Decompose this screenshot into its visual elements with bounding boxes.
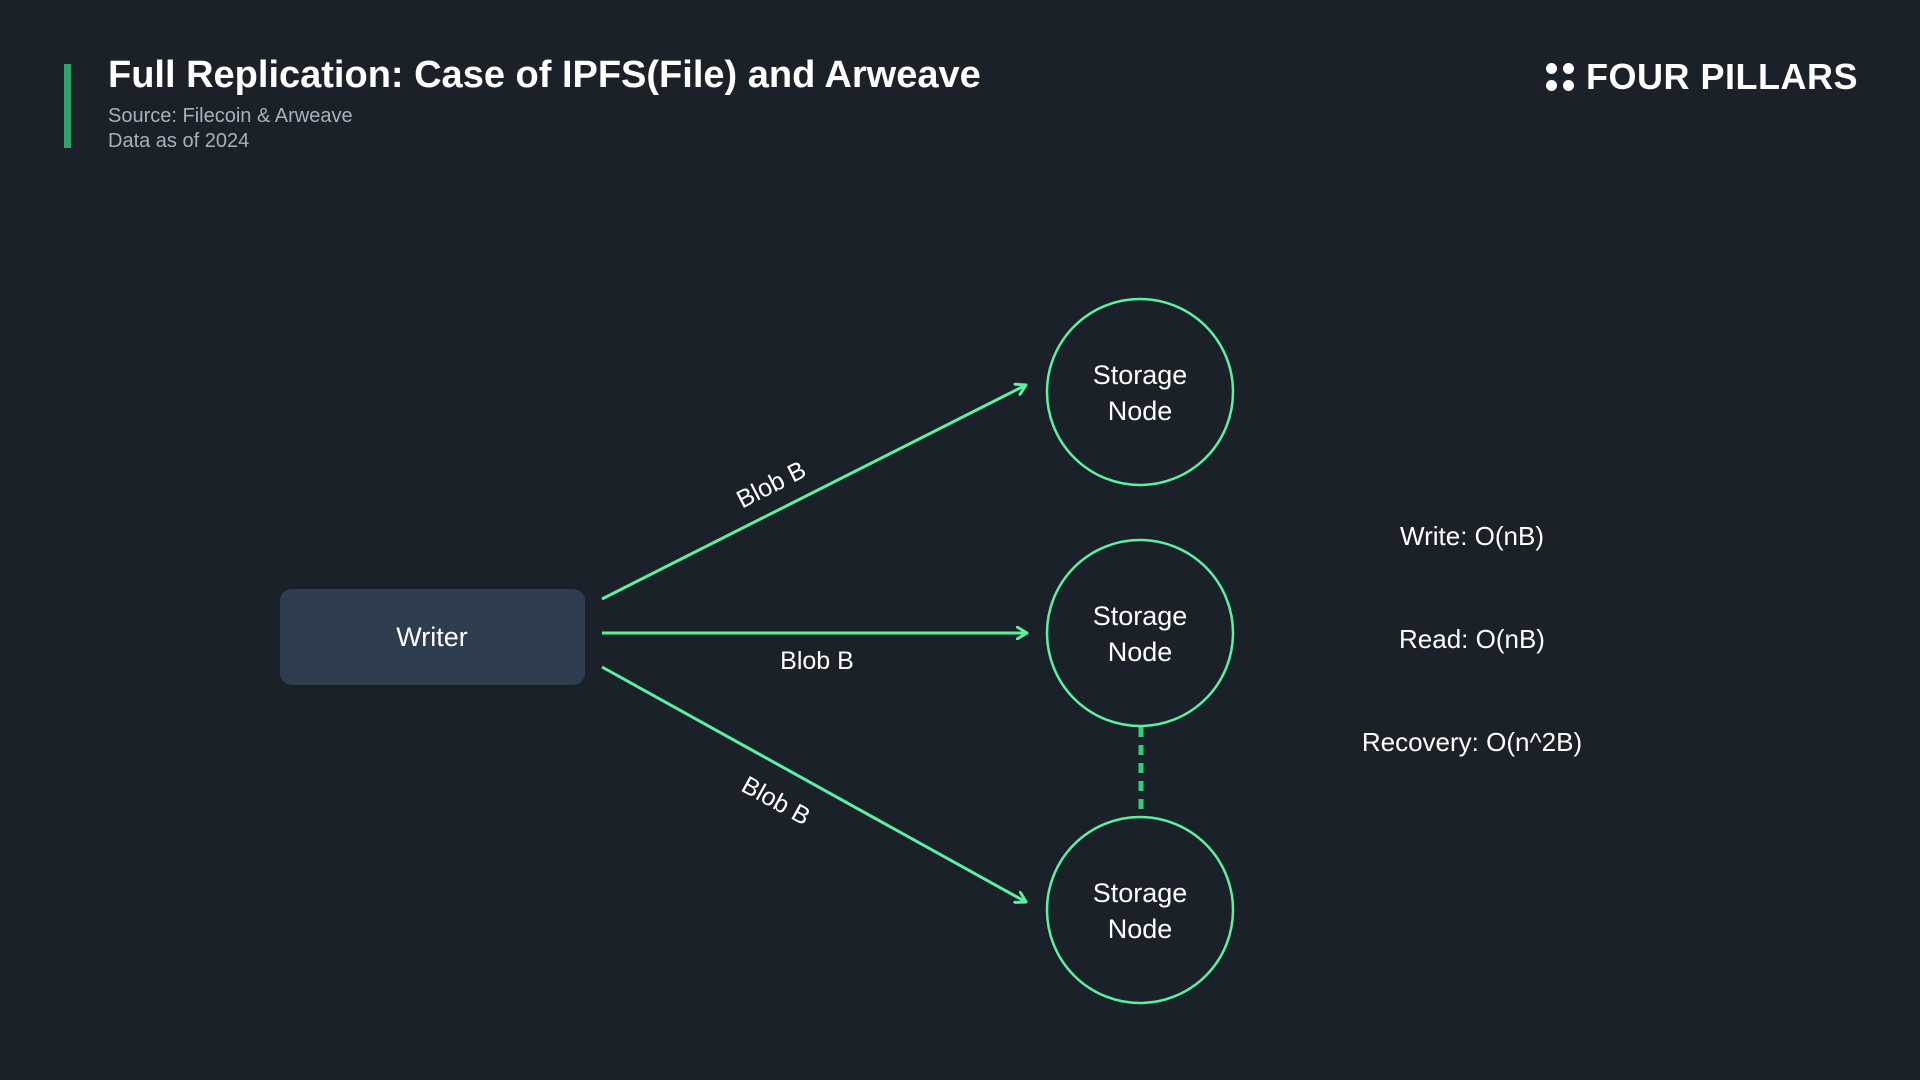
edge-label-middle: Blob B <box>780 647 854 675</box>
writer-node: Writer <box>280 589 585 685</box>
title-accent-bar <box>64 64 71 148</box>
edge-label-top: Blob B <box>732 456 810 514</box>
write-complexity: Write: O(nB) <box>1400 521 1544 551</box>
storage-node-label: Storage <box>1093 360 1188 390</box>
date-note: Data as of 2024 <box>108 130 250 152</box>
four-dots-icon <box>1546 63 1574 91</box>
storage-node-label: Storage <box>1093 878 1188 908</box>
storage-node-label: Node <box>1108 396 1173 426</box>
source-text: Source: Filecoin & Arweave <box>108 105 353 127</box>
storage-node-label: Node <box>1108 914 1173 944</box>
brand-logo: FOUR PILLARS <box>1546 56 1858 98</box>
storage-node-middle: Storage Node <box>1045 538 1235 728</box>
storage-node-label: Node <box>1108 637 1173 667</box>
read-complexity: Read: O(nB) <box>1399 624 1545 654</box>
source-note: Source: Filecoin & Arweave Data as of 20… <box>108 104 353 154</box>
brand-name: FOUR PILLARS <box>1586 56 1858 97</box>
edge-to-node-bottom <box>601 665 1026 902</box>
storage-node-bottom: Storage Node <box>1045 815 1235 1005</box>
edge-to-node-top <box>601 385 1026 601</box>
page-title: Full Replication: Case of IPFS(File) and… <box>108 54 981 96</box>
recovery-complexity: Recovery: O(n^2B) <box>1361 727 1583 757</box>
storage-node-label: Storage <box>1093 601 1188 631</box>
writer-label: Writer <box>396 622 468 652</box>
storage-node-top: Storage Node <box>1045 297 1235 487</box>
